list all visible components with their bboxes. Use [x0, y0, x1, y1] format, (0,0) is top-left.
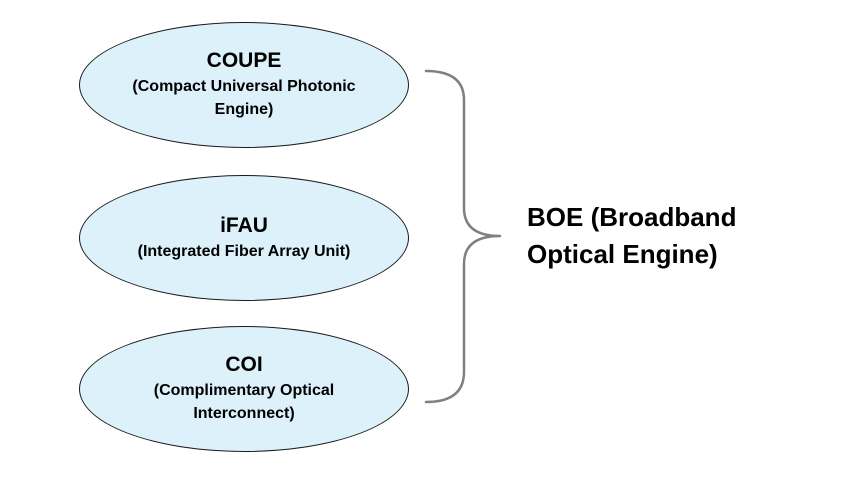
component-ellipse-coupe: COUPE (Compact Universal Photonic Engine… — [79, 22, 409, 148]
curly-brace-path — [424, 69, 502, 404]
component-ellipse-coi: COI (Complimentary Optical Interconnect) — [79, 326, 409, 452]
component-subtitle: (Integrated Fiber Array Unit) — [137, 242, 351, 260]
component-title: COUPE — [206, 49, 282, 72]
component-subtitle: (Compact Universal Photonic Engine) — [132, 78, 356, 118]
component-title: iFAU — [220, 213, 268, 237]
component-title: COI — [225, 353, 263, 376]
component-subtitle: (Complimentary Optical Interconnect) — [153, 382, 335, 422]
group-label: BOE (Broadband Optical Engine) — [527, 202, 737, 269]
component-ellipse-ifau: iFAU (Integrated Fiber Array Unit) — [79, 175, 409, 301]
